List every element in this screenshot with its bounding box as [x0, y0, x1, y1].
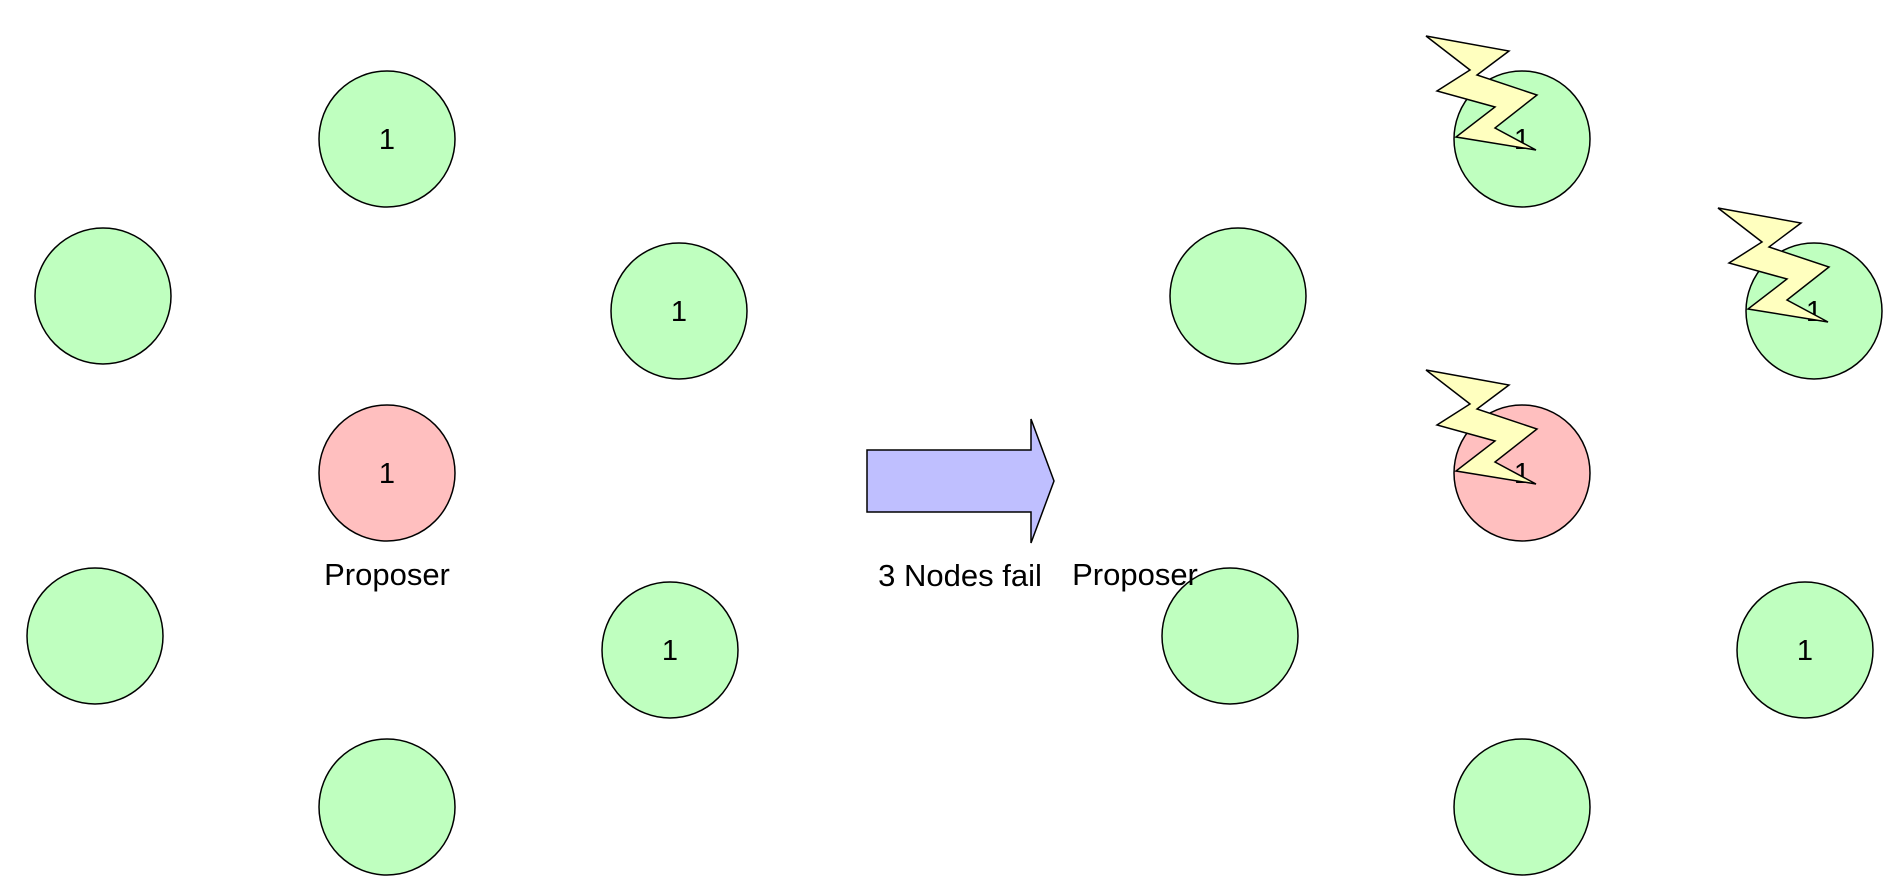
node-circle [1161, 567, 1299, 705]
node-value: 1 [671, 296, 687, 328]
after-acceptor-node-4 [1169, 227, 1307, 365]
node-circle [34, 227, 172, 365]
before-acceptor-node-2: 1 [610, 242, 748, 380]
before-acceptor-node-5 [26, 567, 164, 705]
node-circle [610, 242, 748, 380]
node-value: 1 [662, 635, 678, 667]
after-acceptor-node-2: 1 [1717, 207, 1883, 380]
after-proposer-label: Proposer [1072, 557, 1198, 592]
before-proposer-label: Proposer [324, 557, 450, 592]
right-arrow-icon [866, 418, 1055, 544]
after-acceptor-node-6 [1453, 738, 1591, 876]
before-acceptor-node-4 [34, 227, 172, 365]
node-circle [318, 404, 456, 542]
node-circle [318, 70, 456, 208]
transition: 3 Nodes fail [866, 418, 1055, 593]
node-value: 1 [379, 124, 395, 156]
before-acceptor-node-3: 1 [601, 581, 739, 719]
lightning-icon [1717, 207, 1831, 323]
node-circle [1453, 738, 1591, 876]
after-proposer-node: 1 [1425, 369, 1591, 542]
node-circle [1736, 581, 1874, 719]
before-acceptor-node-1: 1 [318, 70, 456, 208]
node-circle [26, 567, 164, 705]
lightning-icon [1425, 35, 1539, 151]
after-acceptor-node-1: 1 [1425, 35, 1591, 208]
node-circle [318, 738, 456, 876]
before-acceptor-node-6 [318, 738, 456, 876]
lightning-icon [1425, 369, 1539, 485]
node-value: 1 [379, 458, 395, 490]
after-acceptor-node-5 [1161, 567, 1299, 705]
before-proposer-node: 1 [318, 404, 456, 542]
node-value: 1 [1797, 635, 1813, 667]
after-acceptor-node-3: 1 [1736, 581, 1874, 719]
node-circle [601, 581, 739, 719]
node-circle [1169, 227, 1307, 365]
transition-label: 3 Nodes fail [878, 558, 1042, 593]
